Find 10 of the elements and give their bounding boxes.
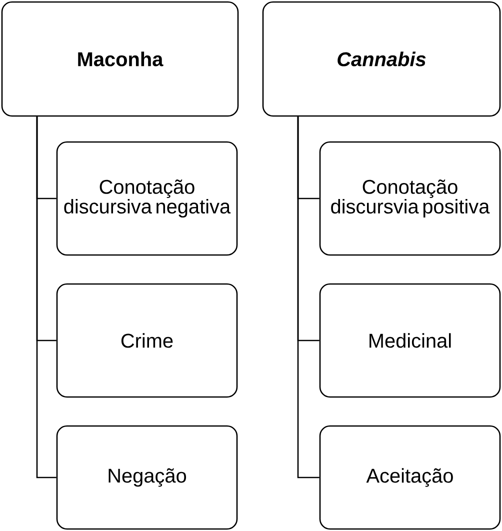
category-box: Negação bbox=[56, 425, 238, 530]
header-box: Maconha bbox=[1, 1, 239, 117]
category-box: Conotação discursvia positiva bbox=[319, 141, 501, 256]
category-box: Crime bbox=[56, 283, 238, 398]
category-box: Aceitação bbox=[319, 425, 501, 530]
header-box: Cannabis bbox=[262, 1, 501, 117]
category-box: Medicinal bbox=[319, 283, 501, 398]
connector-line bbox=[297, 116, 320, 478]
connector-line bbox=[36, 116, 56, 478]
category-box: Conotação discursiva negativa bbox=[56, 141, 238, 256]
